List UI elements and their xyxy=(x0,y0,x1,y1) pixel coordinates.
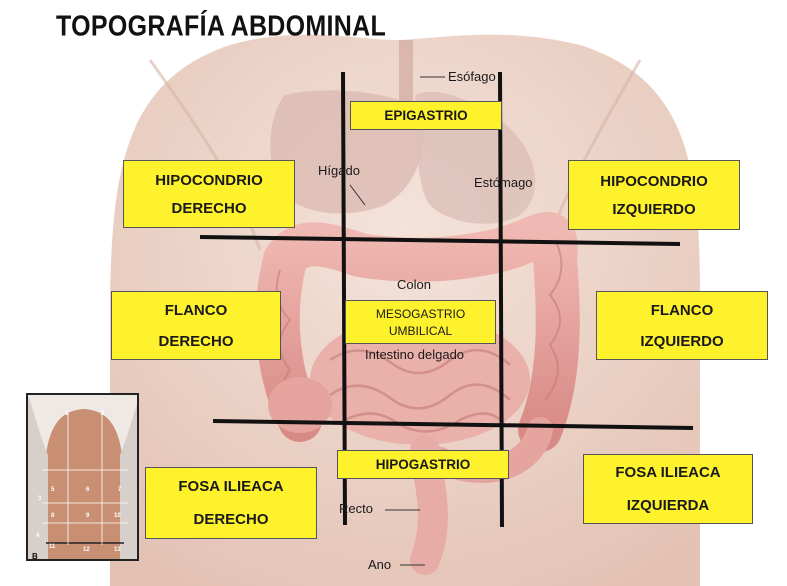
inset-number: 1 xyxy=(65,411,69,417)
inset-number: 4 xyxy=(36,533,40,539)
ano-label: Ano xyxy=(368,557,392,572)
region-label-line1: FOSA ILIEACA xyxy=(178,478,284,495)
intertubercular-line xyxy=(212,419,694,430)
region-label-line1: MESOGASTRIO xyxy=(375,306,466,321)
inset-number: 6 xyxy=(86,487,90,493)
cecum xyxy=(268,377,332,433)
inset-number: 11 xyxy=(49,544,56,550)
small-intestine-loops xyxy=(329,348,511,433)
region-fosa-ilieaca-derecho: FOSA ILIEACA DERECHO xyxy=(145,467,317,539)
region-label-line2: UMBILICAL xyxy=(388,323,453,338)
subcostal-line xyxy=(199,235,681,246)
inset-number: 3 xyxy=(38,496,42,502)
inset-number: 12 xyxy=(83,547,90,553)
region-hipocondrio-derecho: HIPOCONDRIO DERECHO xyxy=(123,160,295,228)
region-label-line2: DERECHO xyxy=(158,332,234,350)
inset-corner-label: B xyxy=(32,552,38,561)
recto-label: Recto xyxy=(339,501,373,516)
region-label-line2: IZQUIERDA xyxy=(626,497,710,514)
intestino-label: Intestino delgado xyxy=(365,347,465,362)
colon-haustra-right xyxy=(544,239,563,401)
region-label-line2: DERECHO xyxy=(193,511,269,528)
esofago-label: Esófago xyxy=(448,69,496,84)
region-hipocondrio-izquierdo: HIPOCONDRIO IZQUIERDO xyxy=(568,160,740,230)
region-label-line1: HIPOGASTRIO xyxy=(375,457,471,472)
region-label-line2: DERECHO xyxy=(171,199,247,217)
inset-number: 13 xyxy=(114,547,121,553)
inset-number: 2 xyxy=(101,411,105,417)
region-label-line1: HIPOCONDRIO xyxy=(600,172,708,190)
small-intestine xyxy=(310,315,530,445)
higado-label: Hígado xyxy=(318,163,360,178)
inset-photo-graphic: B xyxy=(28,395,137,561)
inset-number: 9 xyxy=(86,513,90,519)
higado-pointer xyxy=(349,184,366,206)
region-label-line1: FLANCO xyxy=(650,301,714,319)
inset-number: 5 xyxy=(51,487,55,493)
inset-number: 7 xyxy=(118,487,122,493)
inset-number: 10 xyxy=(114,513,121,519)
region-hipogastrio: HIPOGASTRIO xyxy=(337,450,509,479)
region-flanco-izquierdo: FLANCO IZQUIERDO xyxy=(596,291,768,360)
region-label-line1: FOSA ILIEACA xyxy=(615,464,721,481)
region-epigastrio: EPIGASTRIO xyxy=(350,101,502,130)
diagram-title: TOPOGRAFÍA ABDOMINAL xyxy=(56,10,387,43)
region-mesogastrio-umbilical: MESOGASTRIO UMBILICAL xyxy=(345,300,496,344)
region-label-line1: EPIGASTRIO xyxy=(384,108,468,123)
region-label-line2: IZQUIERDO xyxy=(612,200,696,218)
region-flanco-derecho: FLANCO DERECHO xyxy=(111,291,281,360)
estomago-label: Estómago xyxy=(474,175,533,190)
colon-label: Colon xyxy=(397,277,431,292)
inset-number: 8 xyxy=(51,513,55,519)
region-label-line1: HIPOCONDRIO xyxy=(155,171,263,189)
region-fosa-ilieaca-izquierda: FOSA ILIEACA IZQUIERDA xyxy=(583,454,753,524)
vertical-line-right-midclavicular xyxy=(341,71,347,526)
inset-torso-photo: B 1 2 3 4 5 6 7 8 9 10 11 12 13 xyxy=(26,393,139,561)
region-label-line1: FLANCO xyxy=(164,301,228,319)
region-label-line2: IZQUIERDO xyxy=(640,332,724,350)
